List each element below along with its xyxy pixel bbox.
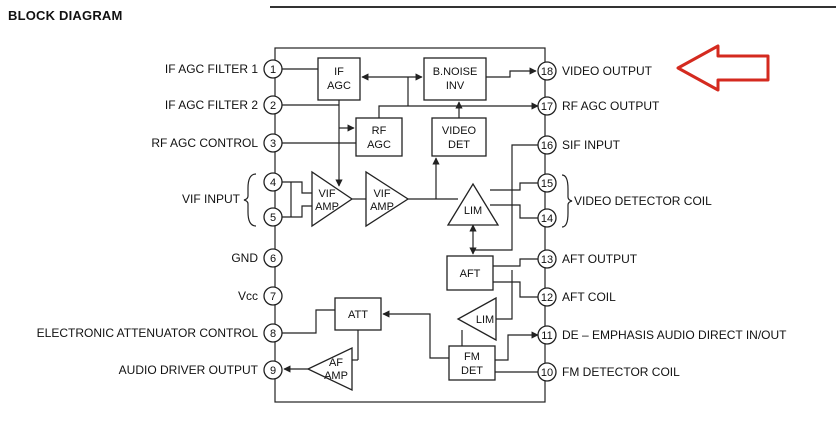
wire-fmdet-att [382, 310, 449, 359]
pin-7-label: Vcc [238, 289, 258, 303]
wire-lim-pin14 [490, 204, 538, 219]
wire-aft-pin13 [493, 258, 538, 267]
wire-lim-pin15 [490, 182, 538, 191]
pin-8-label: ELECTRONIC ATTENUATOR CONTROL [37, 326, 259, 340]
pin-9-circle [263, 360, 283, 380]
vif-amp-1-line1: VIF [318, 188, 335, 200]
vif-amp-2-line2: AMP [370, 201, 394, 213]
fm-det-line2: DET [461, 365, 483, 377]
pin-3-number: 3 [270, 138, 276, 150]
left-pins [263, 59, 283, 380]
pin-9-number: 9 [270, 365, 276, 377]
wire-pin5-vifamp [282, 205, 312, 218]
fm-det-line1: FM [464, 351, 480, 363]
pin-1-label: IF AGC FILTER 1 [165, 62, 258, 76]
pin-18-number: 18 [541, 66, 553, 78]
wire-sif-input [473, 144, 538, 251]
pin-5-number: 5 [270, 212, 276, 224]
vif-amp-1-line2: AMP [315, 201, 339, 213]
pin-18-label: VIDEO OUTPUT [562, 64, 653, 78]
bnoise-inv-line1: B.NOISE [433, 66, 478, 78]
af-amp-block [306, 346, 353, 392]
pin-11-label: DE – EMPHASIS AUDIO DIRECT IN/OUT [562, 328, 787, 342]
af-amp-line2: AMP [324, 370, 348, 382]
pin-17-label: RF AGC OUTPUT [562, 99, 660, 113]
pin-14-number: 14 [541, 213, 553, 225]
page-title: BLOCK DIAGRAM [8, 8, 123, 23]
pin-3-label: RF AGC CONTROL [151, 136, 258, 150]
af-amp-line1: AF [329, 357, 343, 369]
video-det-line2: DET [448, 139, 470, 151]
pin-11-number: 11 [541, 330, 552, 342]
if-agc-line1: IF [334, 66, 344, 78]
pin-17-number: 17 [541, 101, 553, 113]
video-coil-brace [561, 174, 573, 228]
vif-amp-2-line1: VIF [373, 188, 390, 200]
pin-7-number: 7 [270, 291, 276, 303]
right-pins [537, 61, 557, 382]
if-agc-block [317, 57, 361, 101]
pin-18-circle [537, 61, 557, 81]
wire-fmdet-pin11 [495, 331, 539, 361]
wires [282, 67, 539, 373]
pin-16-number: 16 [541, 140, 553, 152]
aft-label: AFT [460, 268, 481, 280]
ic-outline [274, 47, 546, 403]
pin-12-number: 12 [541, 292, 553, 304]
pin-6-circle [263, 248, 283, 268]
header-rule [270, 6, 836, 8]
pin-10-number: 10 [541, 367, 553, 379]
fm-det-block [448, 345, 496, 381]
pin-10-label: FM DETECTOR COIL [562, 365, 680, 379]
pin-12-label: AFT COIL [562, 290, 616, 304]
bnoise-inv-line2: INV [446, 80, 465, 92]
pin-4-number: 4 [270, 177, 276, 189]
pin-13-number: 13 [541, 254, 553, 266]
att-block [334, 297, 382, 331]
pin-6-number: 6 [270, 253, 276, 265]
pin-9-label: AUDIO DRIVER OUTPUT [119, 363, 259, 377]
wire-pin4-vifamp [282, 181, 312, 194]
wire-rfagc-pin17 [378, 102, 539, 118]
lim-main-label: LIM [464, 205, 482, 217]
video-det-line1: VIDEO [442, 125, 477, 137]
pin-2-number: 2 [270, 100, 276, 112]
wire-pin8-att [282, 309, 335, 334]
wire-bnoise-pin18 [486, 67, 537, 78]
pin-15-number: 15 [541, 178, 553, 190]
highlight-arrow-icon [676, 44, 770, 92]
pin-1-number: 1 [270, 64, 276, 76]
vif-input-label: VIF INPUT [182, 192, 241, 206]
if-agc-line2: AGC [327, 80, 351, 92]
lim-small-label: LIM [476, 314, 494, 326]
rf-agc-line2: AGC [367, 139, 391, 151]
aft-block [446, 255, 494, 291]
pin-13-label: AFT OUTPUT [562, 252, 638, 266]
pin-6-label: GND [231, 251, 258, 265]
video-detector-coil-label: VIDEO DETECTOR COIL [574, 194, 712, 208]
vif-amp-1-block [311, 170, 354, 228]
bnoise-inv-block [423, 57, 487, 101]
pin-8-number: 8 [270, 328, 276, 340]
wire-aft-pin12 [493, 281, 538, 298]
pin-7-circle [263, 286, 283, 306]
att-label: ATT [348, 309, 368, 321]
rf-agc-block [355, 117, 403, 157]
wire-sif-lim [496, 270, 513, 320]
rf-agc-line1: RF [372, 125, 387, 137]
pin-2-label: IF AGC FILTER 2 [165, 98, 258, 112]
pin-16-label: SIF INPUT [562, 138, 621, 152]
vif-input-brace [243, 173, 257, 227]
